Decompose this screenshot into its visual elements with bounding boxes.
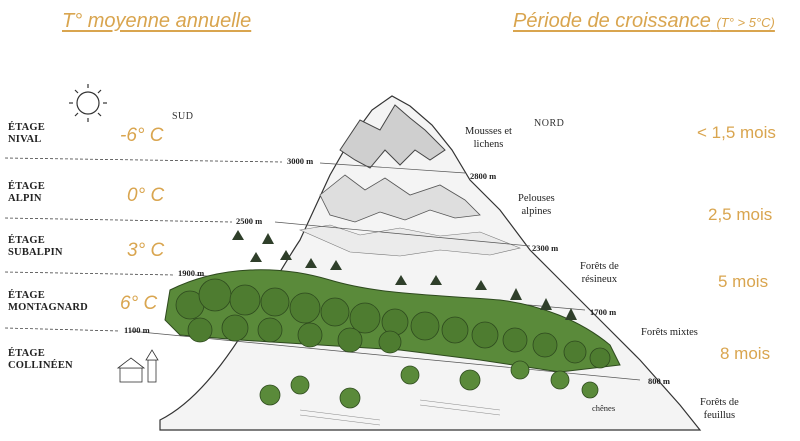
- altitude-north-800: 800 m: [648, 376, 670, 386]
- altitude-south-3000: 3000 m: [287, 156, 314, 166]
- vegetation-mixtes: Forêts mixtes: [641, 327, 698, 338]
- altitude-south-1100: 1100 m: [124, 325, 150, 335]
- direction-south: SUD: [172, 111, 194, 122]
- sun-icon: [69, 84, 107, 122]
- altitude-south-2500: 2500 m: [236, 216, 263, 226]
- growth-montagnard: 8 mois: [720, 344, 771, 363]
- temperature-alpin: 0° C: [127, 185, 165, 206]
- stage-boundaries: [4, 157, 283, 332]
- growth-alpin: 2,5 mois: [708, 205, 773, 224]
- altitude-north-2300: 2300 m: [532, 243, 559, 253]
- temperature-nival: -6° C: [120, 125, 164, 146]
- temperature-subalpin: 3° C: [127, 240, 165, 261]
- altitude-north-1700: 1700 m: [590, 307, 617, 317]
- vegetation-chenes: chênes: [592, 403, 616, 413]
- growth-header: Période de croissance (T° > 5°C): [513, 10, 775, 33]
- summit-rocks: [339, 104, 446, 169]
- temperature-header: T° moyenne annuelle: [62, 10, 252, 32]
- growth-header-note: (T° > 5°C): [716, 15, 775, 30]
- altitude-north-2800: 2800 m: [470, 171, 497, 181]
- fields: [299, 399, 501, 426]
- growth-nival: < 1,5 mois: [697, 123, 776, 142]
- altitude-south-1900: 1900 m: [178, 268, 205, 278]
- growth-header-title: Période de croissance: [513, 10, 711, 32]
- growth-subalpin: 5 mois: [718, 272, 769, 291]
- village: [116, 349, 159, 383]
- direction-north: NORD: [534, 118, 565, 129]
- deciduous-trees: [259, 360, 599, 409]
- temperature-montagnard: 6° C: [120, 293, 158, 314]
- conifer-trees: [232, 230, 577, 320]
